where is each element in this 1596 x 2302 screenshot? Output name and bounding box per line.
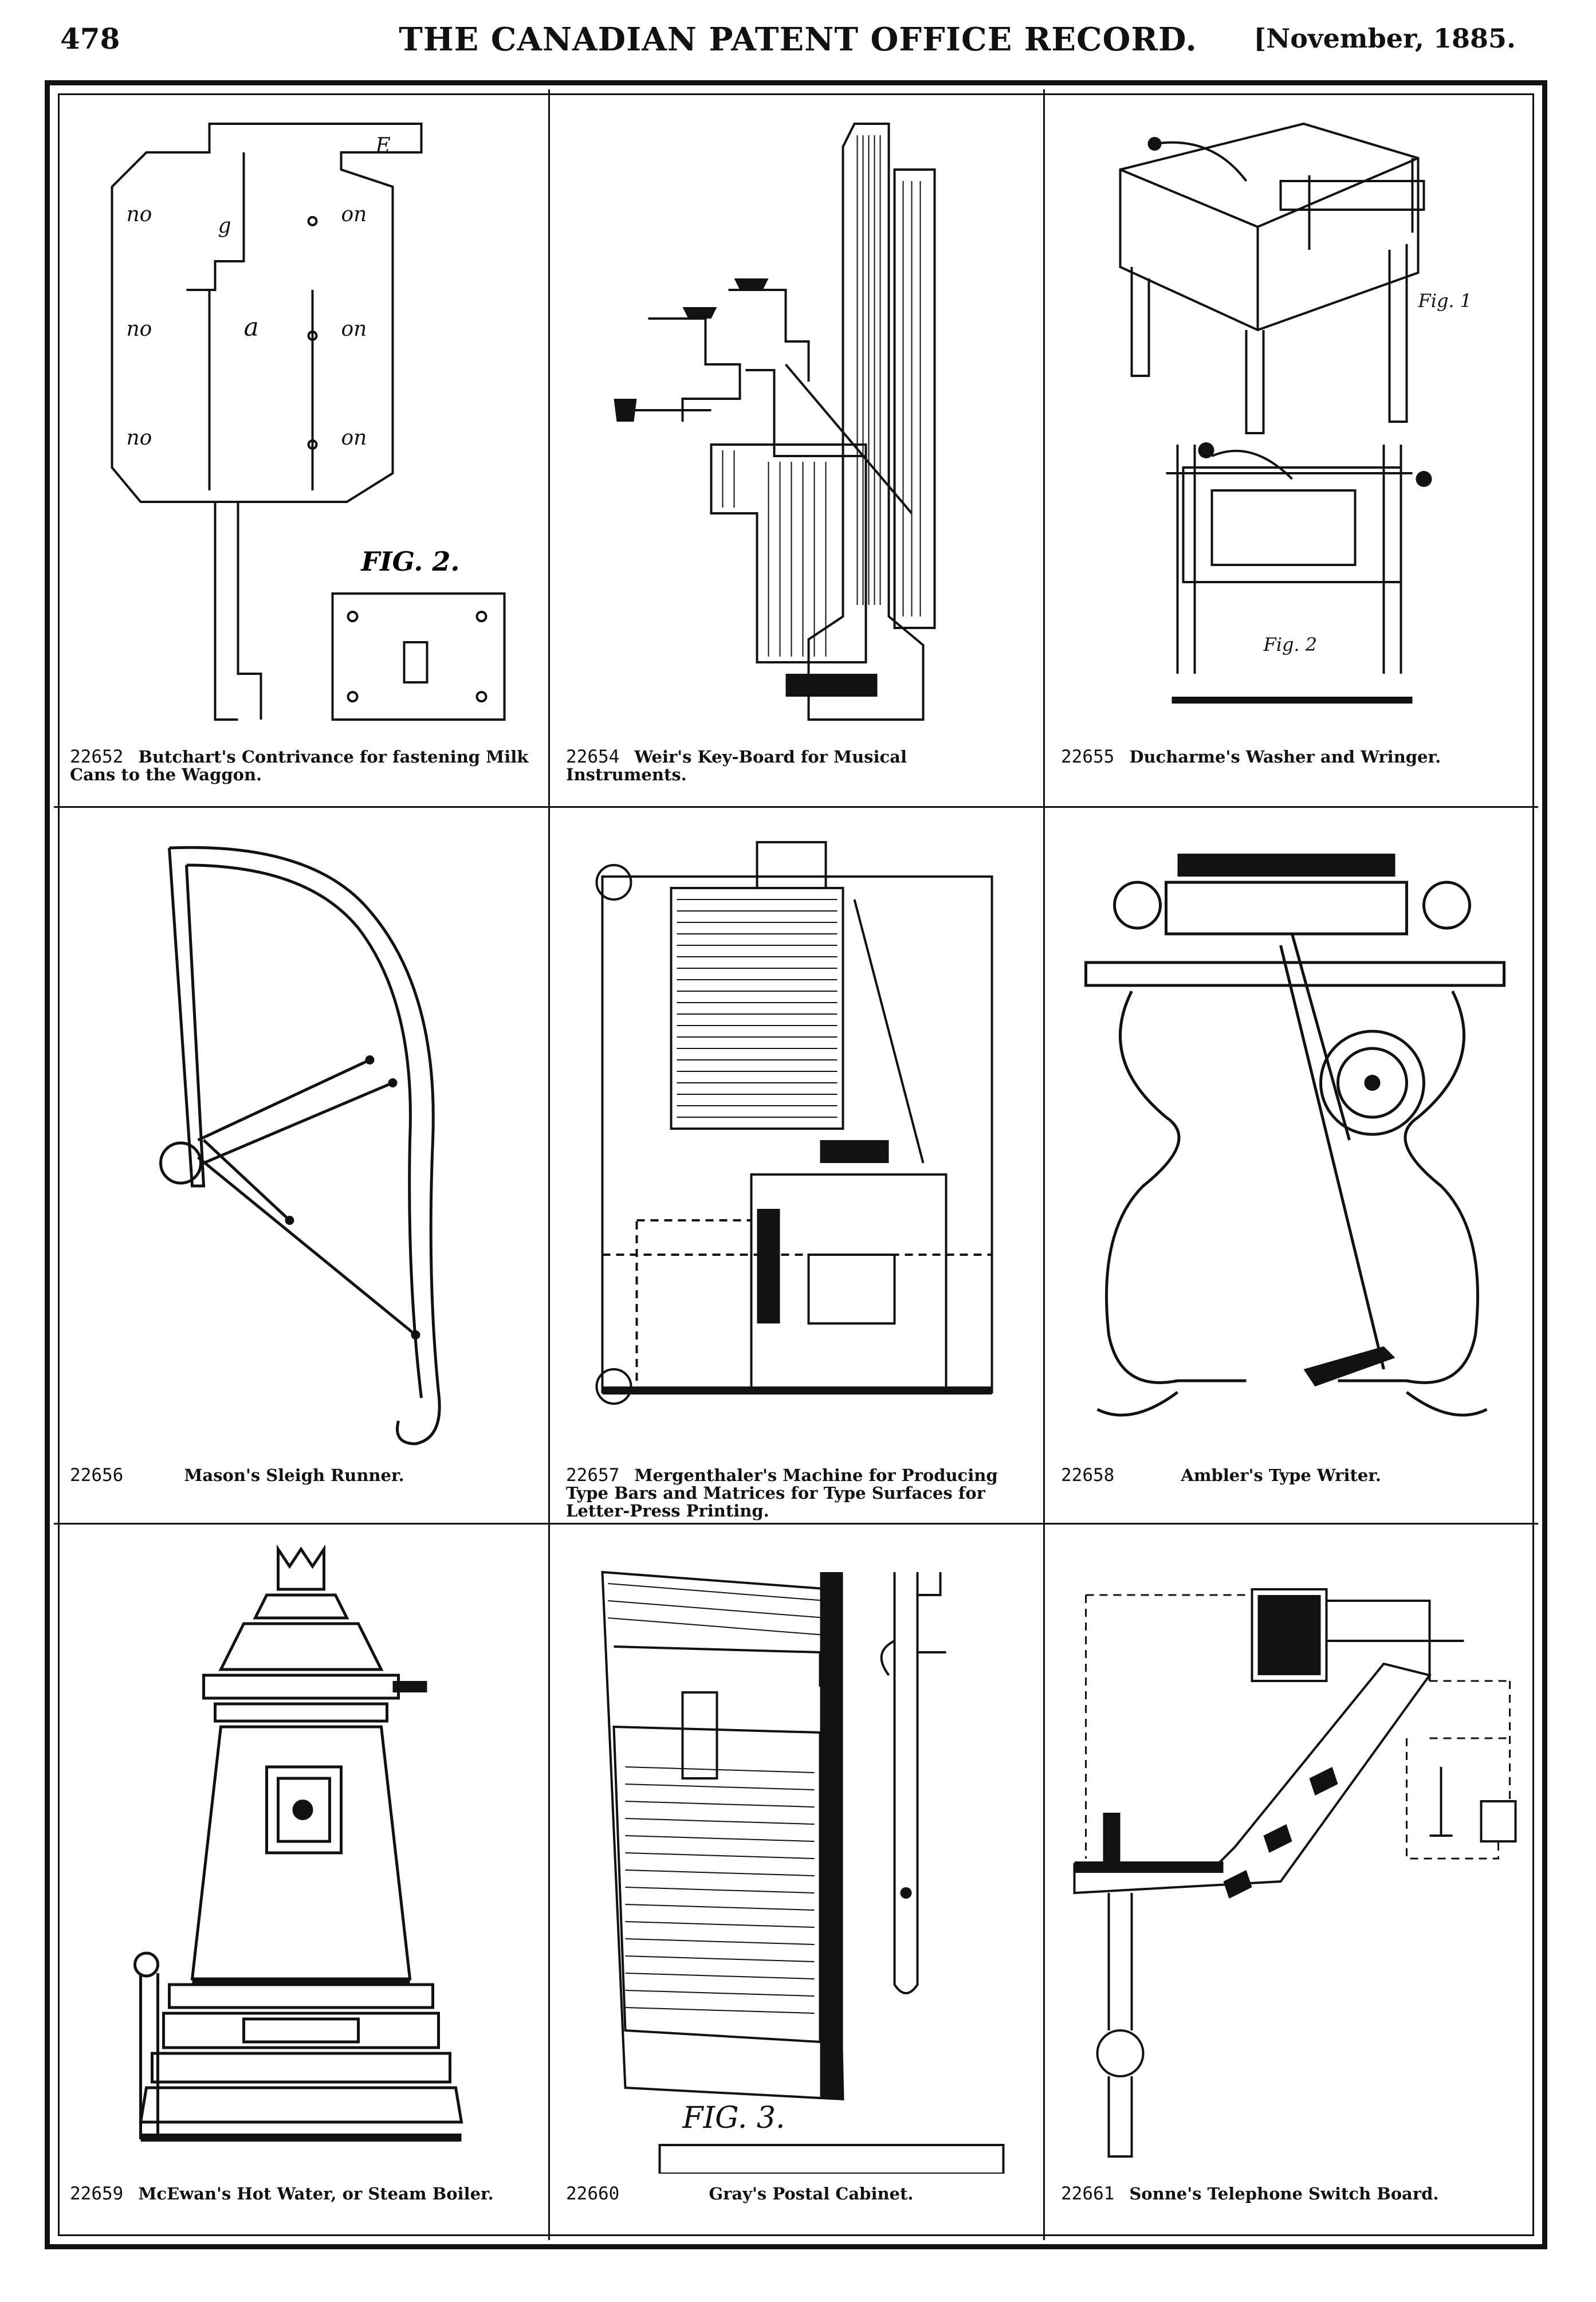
caption: 22659 McEwan's Hot Water, or Steam Boiler… bbox=[70, 2185, 536, 2203]
type-writer-drawing bbox=[1084, 854, 1505, 1417]
sleigh-runner-drawing bbox=[159, 846, 441, 1445]
fig-label: FIG. 3. bbox=[682, 2101, 785, 2135]
fig-label-1: Fig. 1 bbox=[1418, 290, 1472, 312]
issue-date: [November, 1885. bbox=[1253, 23, 1516, 54]
row-divider bbox=[54, 1523, 1538, 1525]
svg-text:on: on bbox=[341, 426, 367, 450]
patent-title: Sonne's Telephone Switch Board. bbox=[1129, 2184, 1439, 2203]
fig-label: FIG. 2. bbox=[360, 546, 460, 577]
patent-title: Ducharme's Washer and Wringer. bbox=[1129, 747, 1441, 767]
patent-title: Mergenthaler's Machine for Producing Typ… bbox=[566, 1466, 998, 1521]
patent-number: 22661 bbox=[1061, 2183, 1115, 2204]
switch-board-drawing bbox=[1073, 1588, 1517, 2158]
patent-number: 22655 bbox=[1061, 747, 1115, 767]
svg-text:on: on bbox=[341, 317, 367, 341]
patent-number: 22654 bbox=[566, 747, 620, 767]
milk-can-contrivance-drawing: no on no on no on a E g FIG. 2. bbox=[111, 123, 506, 721]
patent-22661: 22661 Sonne's Telephone Switch Board. bbox=[1045, 1526, 1539, 2243]
linotype-machine-drawing bbox=[595, 841, 993, 1405]
svg-text:E: E bbox=[375, 134, 391, 158]
svg-text:on: on bbox=[341, 203, 367, 226]
patent-22655: Fig. 1 Fig. 2 22655 Ducharme's Washer and… bbox=[1045, 89, 1539, 806]
keyboard-drawing bbox=[614, 123, 936, 721]
page-header: 478 THE CANADIAN PATENT OFFICE RECORD. [… bbox=[0, 0, 1596, 80]
patent-22656: 22656 Mason's Sleigh Runner. bbox=[54, 808, 548, 1525]
column-divider bbox=[548, 89, 550, 2240]
patent-number: 22652 bbox=[70, 747, 124, 767]
postal-cabinet-drawing: FIG. 3. bbox=[601, 1570, 1005, 2174]
patent-title: Gray's Postal Cabinet. bbox=[709, 2184, 914, 2203]
caption: 22660 Gray's Postal Cabinet. bbox=[566, 2185, 1032, 2203]
inner-border bbox=[58, 93, 1534, 2236]
patent-number: 22659 bbox=[70, 2183, 124, 2204]
patent-number: 22660 bbox=[566, 2183, 620, 2204]
patent-title: Butchart's Contrivance for fastening Mil… bbox=[70, 747, 529, 784]
page-border bbox=[45, 80, 1547, 2249]
boiler-drawing bbox=[133, 1544, 463, 2142]
patent-number: 22656 bbox=[70, 1465, 124, 1486]
patent-number: 22658 bbox=[1061, 1465, 1115, 1486]
patent-title: Ambler's Type Writer. bbox=[1181, 1466, 1382, 1485]
row-divider bbox=[54, 806, 1538, 808]
patent-22658: 22658 Ambler's Type Writer. bbox=[1045, 808, 1539, 1525]
svg-text:no: no bbox=[127, 317, 152, 341]
caption: 22661 Sonne's Telephone Switch Board. bbox=[1061, 2185, 1527, 2203]
patent-22659: 22659 McEwan's Hot Water, or Steam Boiler… bbox=[54, 1526, 548, 2243]
svg-text:no: no bbox=[127, 426, 152, 450]
washer-wringer-drawing: Fig. 1 Fig. 2 bbox=[1119, 122, 1472, 704]
column-divider bbox=[1043, 89, 1045, 2240]
caption: 22655 Ducharme's Washer and Wringer. bbox=[1061, 748, 1527, 766]
svg-text:a: a bbox=[244, 313, 259, 342]
svg-text:no: no bbox=[127, 203, 152, 226]
page-number: 478 bbox=[60, 22, 120, 56]
svg-text:g: g bbox=[218, 214, 231, 238]
caption: 22656 Mason's Sleigh Runner. bbox=[70, 1467, 536, 1484]
publication-title: THE CANADIAN PATENT OFFICE RECORD. bbox=[399, 21, 1197, 58]
fig-label-2: Fig. 2 bbox=[1263, 634, 1318, 655]
patent-title: Weir's Key-Board for Musical Instruments… bbox=[566, 747, 907, 784]
patent-title: Mason's Sleigh Runner. bbox=[184, 1466, 404, 1485]
patent-title: McEwan's Hot Water, or Steam Boiler. bbox=[138, 2184, 494, 2203]
patent-number: 22657 bbox=[566, 1465, 620, 1486]
caption: 22658 Ambler's Type Writer. bbox=[1061, 1467, 1527, 1484]
patent-22660: FIG. 3. 22660 Gray's Postal Cabinet. bbox=[550, 1526, 1044, 2243]
